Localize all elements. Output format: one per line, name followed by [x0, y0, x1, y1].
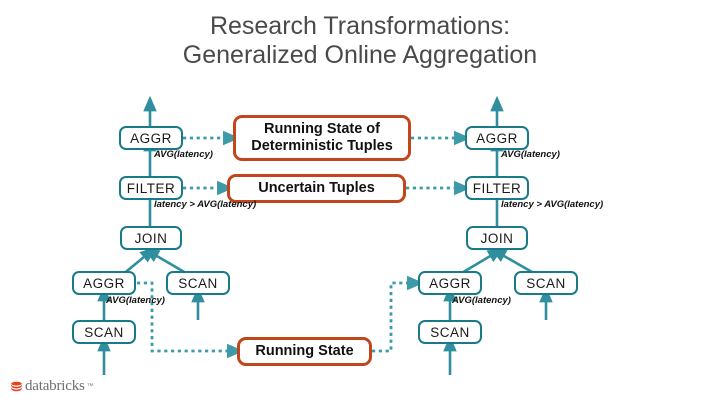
- node-right-aggr-bottom[interactable]: AGGR: [418, 271, 482, 295]
- deterministic-state-line-1: Running State of: [264, 121, 380, 137]
- node-left-filter[interactable]: FILTER: [119, 176, 183, 200]
- node-left-aggr-bottom[interactable]: AGGR: [72, 271, 136, 295]
- label-right-aggr-bottom: AVG(latency): [452, 295, 511, 306]
- page-title: Research Transformations: Generalized On…: [0, 12, 720, 70]
- deterministic-state-line-2: Deterministic Tuples: [251, 138, 393, 154]
- node-left-aggr-top[interactable]: AGGR: [119, 126, 183, 150]
- node-left-scan-right[interactable]: SCAN: [166, 271, 230, 295]
- node-right-scan-right[interactable]: SCAN: [514, 271, 578, 295]
- node-right-scan-bottom[interactable]: SCAN: [418, 320, 482, 344]
- databricks-wordmark: databricks: [25, 378, 85, 394]
- title-line-2: Generalized Online Aggregation: [182, 41, 538, 69]
- databricks-trademark: ™: [86, 383, 94, 390]
- node-right-aggr-top[interactable]: AGGR: [465, 126, 529, 150]
- title-line-1: Research Transformations:: [209, 12, 511, 40]
- node-deterministic-state[interactable]: Running State of Deterministic Tuples: [233, 115, 411, 161]
- databricks-logo: databricks ™: [10, 378, 94, 395]
- node-running-state[interactable]: Running State: [237, 337, 372, 366]
- label-left-filter: latency > AVG(latency): [154, 199, 257, 210]
- label-right-filter: latency > AVG(latency): [501, 199, 604, 210]
- node-left-join[interactable]: JOIN: [120, 226, 182, 250]
- node-right-filter[interactable]: FILTER: [465, 176, 529, 200]
- label-left-aggr-bottom: AVG(latency): [106, 295, 165, 306]
- edge-runningstate-to-right-aggrb: [372, 275, 424, 353]
- label-left-aggr-top: AVG(latency): [154, 149, 213, 160]
- edge-left-aggrb-to-runningstate: [137, 281, 244, 359]
- label-right-aggr-top: AVG(latency): [501, 149, 560, 160]
- node-left-scan-bottom[interactable]: SCAN: [72, 320, 136, 344]
- databricks-mark-icon: [11, 381, 22, 392]
- node-right-join[interactable]: JOIN: [466, 226, 528, 250]
